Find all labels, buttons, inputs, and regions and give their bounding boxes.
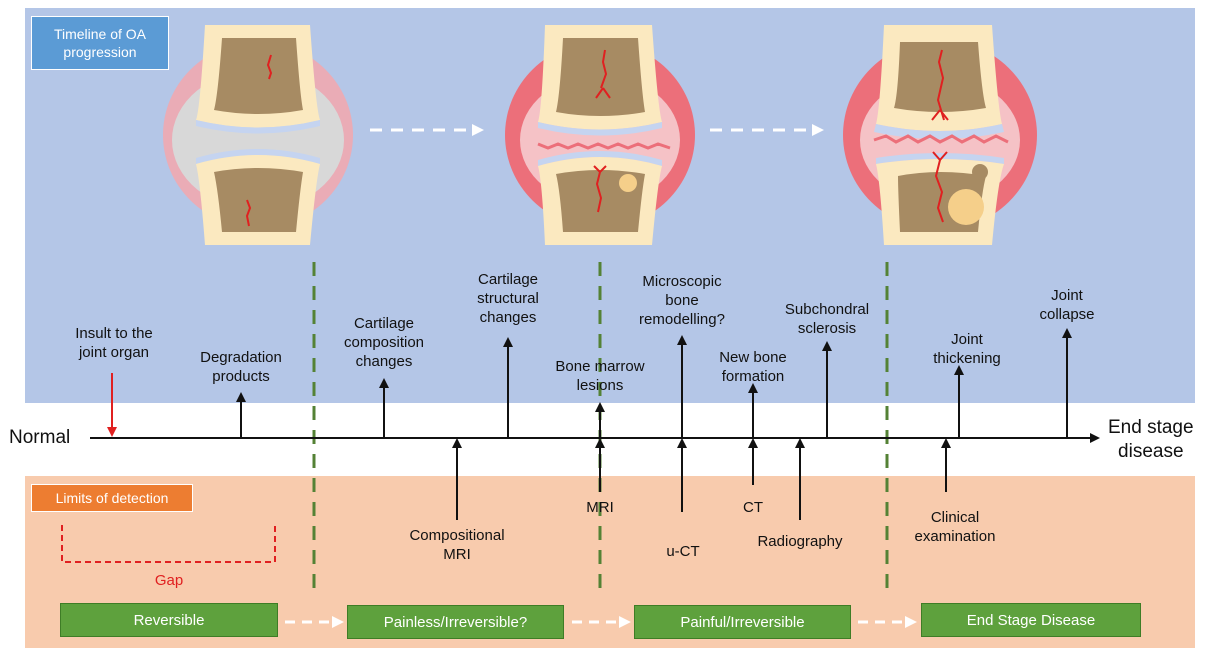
title-box-text: Timeline of OA progression [32, 25, 168, 61]
event-microscopic-label: Microscopic bone remodelling? [639, 272, 725, 329]
event-collapse-label: Joint collapse [1039, 286, 1094, 324]
axis-end-label: End stage disease [1108, 416, 1194, 464]
event-sclerosis-label: Subchondral sclerosis [785, 300, 869, 338]
axis-start-label: Normal [9, 427, 70, 449]
event-insult-label: Insult to the joint organ [75, 324, 153, 362]
detection-radiography-label: Radiography [757, 532, 842, 551]
detection-ct-label: CT [743, 498, 763, 517]
event-thickening-label: Joint thickening [933, 330, 1001, 368]
stage-painless-text: Painless/Irreversible? [384, 614, 527, 631]
title-box: Timeline of OA progression [31, 16, 169, 70]
event-structural-label: Cartilage structural changes [477, 270, 539, 327]
event-bml-label: Bone marrow lesions [555, 357, 644, 395]
detection-mri-label: MRI [586, 498, 614, 517]
limits-box: Limits of detection [31, 484, 193, 512]
event-newbone-label: New bone formation [719, 348, 787, 386]
stage-painless: Painless/Irreversible? [347, 605, 564, 639]
joint-normal-illustration [163, 25, 353, 245]
stage-reversible: Reversible [60, 603, 278, 637]
stage-end-text: End Stage Disease [967, 612, 1095, 629]
detection-uct-label: u-CT [666, 542, 699, 561]
stage-reversible-text: Reversible [134, 612, 205, 629]
joint-early-oa-illustration [505, 25, 695, 245]
joint-late-oa-illustration [843, 25, 1037, 245]
stage-painful: Painful/Irreversible [634, 605, 851, 639]
gap-label: Gap [155, 571, 183, 590]
detection-clinical-label: Clinical examination [915, 508, 996, 546]
event-composition-label: Cartilage composition changes [344, 314, 424, 371]
limits-box-text: Limits of detection [56, 490, 169, 506]
event-degradation-label: Degradation products [200, 348, 282, 386]
detection-comp-mri-label: Compositional MRI [409, 526, 504, 564]
stage-painful-text: Painful/Irreversible [680, 614, 804, 631]
stage-end: End Stage Disease [921, 603, 1141, 637]
gap-bracket [62, 525, 275, 562]
